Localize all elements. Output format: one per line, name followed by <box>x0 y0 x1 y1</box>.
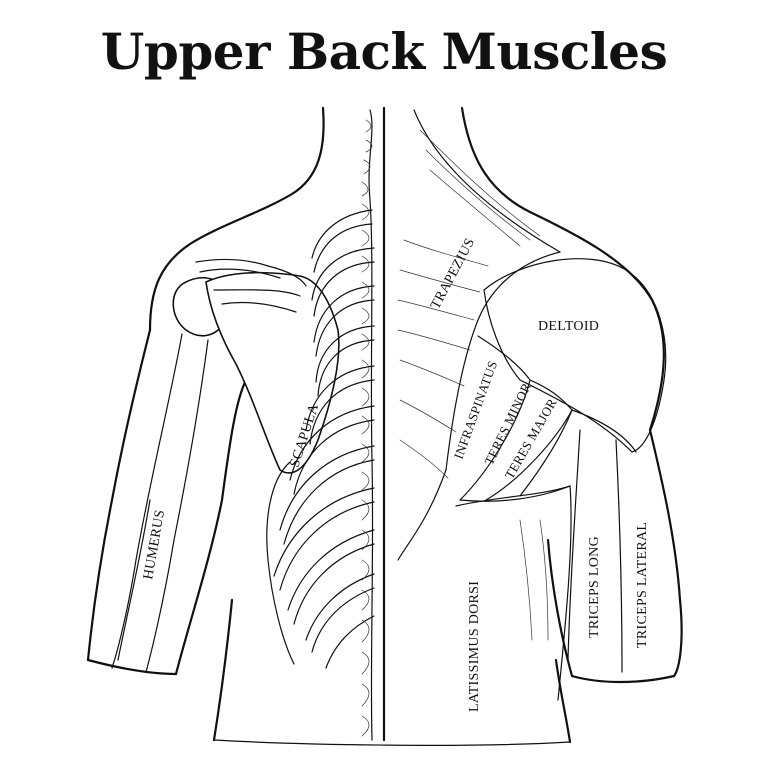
label-humerus: HUMERUS <box>141 509 168 581</box>
label-latissimus-dorsi: LATISSIMUS DORSI <box>467 581 482 712</box>
label-triceps-lateral: TRICEPS LATERAL <box>635 522 650 648</box>
diagram-title: Upper Back Muscles <box>100 22 668 81</box>
rotator-muscles <box>459 335 573 502</box>
label-triceps-long: TRICEPS LONG <box>587 536 602 638</box>
latissimus-muscle <box>455 485 572 701</box>
label-trapezius: TRAPEZIUS <box>428 236 478 312</box>
rib-cage <box>266 209 375 669</box>
body-outline <box>86 106 683 746</box>
spine <box>361 106 386 742</box>
scapula-bone <box>195 258 340 474</box>
deltoid-muscle <box>483 258 667 453</box>
humerus-bone <box>111 277 230 673</box>
label-deltoid: DELTOID <box>538 319 599 334</box>
triceps-muscles <box>567 409 637 673</box>
trapezius-muscle <box>397 109 561 561</box>
